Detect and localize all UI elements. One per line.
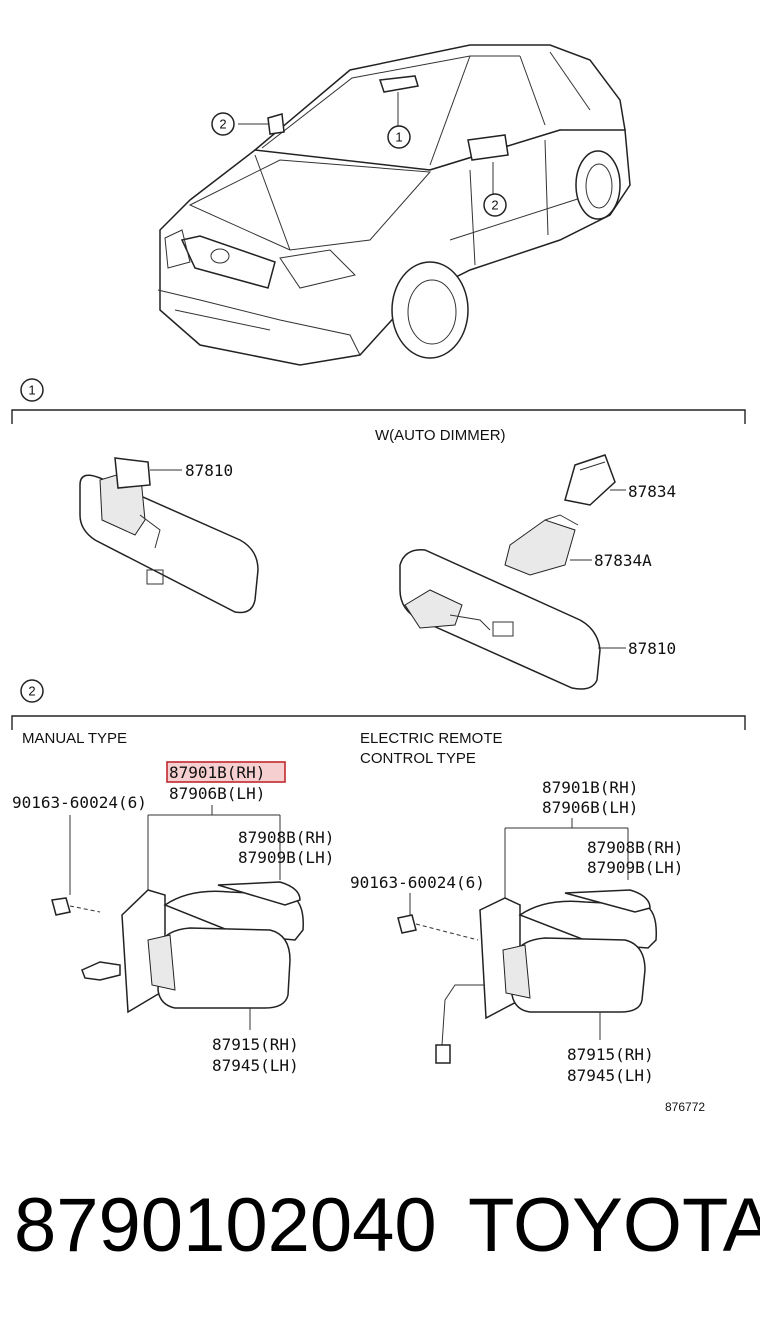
part-number: 8790102040 <box>14 1183 437 1268</box>
auto-dimmer-label: W(AUTO DIMMER) <box>375 427 506 444</box>
figure-code: 876772 <box>665 1100 705 1114</box>
label-87945-lh-electric: 87945(LH) <box>567 1066 654 1085</box>
side-mirror-electric <box>397 889 658 1064</box>
brand-name: TOYOTA <box>468 1183 760 1268</box>
inner-mirror-left <box>79 457 259 614</box>
callout-2-car-left: 2 <box>211 112 235 136</box>
label-87834a: 87834A <box>594 551 652 570</box>
electric-type-label-1: ELECTRIC REMOTE <box>360 730 503 747</box>
highlight-box <box>166 761 286 783</box>
label-87915-rh-electric: 87915(RH) <box>567 1045 654 1064</box>
label-87810-right: 87810 <box>628 639 676 658</box>
label-screw-manual: 90163-60024(6) <box>12 793 147 812</box>
label-87901b-rh-electric: 87901B(RH) <box>542 778 638 797</box>
callout-1-car: 1 <box>387 125 411 149</box>
section-2: 2 MANUAL TYPE ELECTRIC REMOTE CONTROL TY… <box>11 679 746 1114</box>
mirror-cover-87834a <box>504 514 579 576</box>
section-2-bracket <box>11 715 746 730</box>
label-87908b-rh-manual: 87908B(RH) <box>238 828 334 847</box>
car-illustration: 1 2 2 <box>157 44 631 366</box>
section-1-bracket <box>11 409 746 424</box>
label-87915-rh-manual: 87915(RH) <box>212 1035 299 1054</box>
manual-type-label: MANUAL TYPE <box>22 730 127 747</box>
section-1: 1 W(AUTO DIMMER) 87810 87834 87834A <box>11 378 746 690</box>
side-mirror-manual <box>51 881 304 1014</box>
label-87906b-lh-manual: 87906B(LH) <box>169 784 265 803</box>
label-87901b-rh-highlight: 87901B(RH) <box>169 763 265 782</box>
svg-text:1: 1 <box>395 130 402 145</box>
label-87906b-lh-electric: 87906B(LH) <box>542 798 638 817</box>
section-1-index: 1 <box>28 383 35 398</box>
label-screw-electric: 90163-60024(6) <box>350 873 485 892</box>
electric-type-label-2: CONTROL TYPE <box>360 750 476 767</box>
mirror-cover-87834 <box>564 454 616 506</box>
label-87909b-lh-manual: 87909B(LH) <box>238 848 334 867</box>
svg-text:2: 2 <box>219 117 226 132</box>
label-87909b-lh-electric: 87909B(LH) <box>587 858 683 877</box>
inner-mirror-right <box>399 549 601 690</box>
label-87908b-rh-electric: 87908B(RH) <box>587 838 683 857</box>
label-87834: 87834 <box>628 482 676 501</box>
label-87945-lh-manual: 87945(LH) <box>212 1056 299 1075</box>
label-87810-left: 87810 <box>185 461 233 480</box>
callout-2-car-right: 2 <box>483 193 507 217</box>
svg-text:2: 2 <box>491 198 498 213</box>
section-2-index: 2 <box>28 684 35 699</box>
